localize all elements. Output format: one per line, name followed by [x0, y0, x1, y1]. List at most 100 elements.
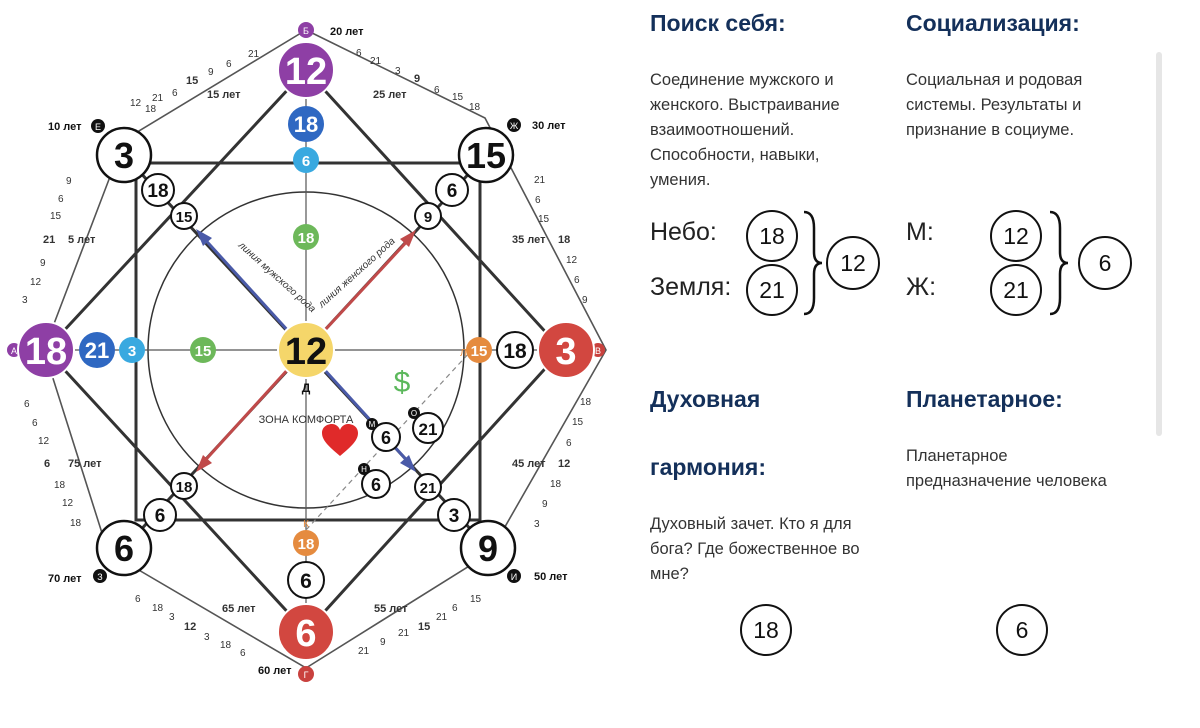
- female-line-arrow: [310, 234, 414, 346]
- f-label: Ж:: [906, 273, 937, 301]
- svg-text:М: М: [369, 420, 376, 429]
- svg-text:6: 6: [44, 458, 50, 470]
- svg-text:18: 18: [298, 536, 315, 553]
- top-main: 12: [277, 41, 335, 99]
- svg-text:21: 21: [534, 175, 546, 186]
- search-brace: [803, 210, 823, 316]
- br-inner-1: 3: [437, 498, 471, 532]
- svg-text:6: 6: [566, 438, 572, 449]
- svg-text:З: З: [97, 572, 102, 582]
- female-arrowhead: [400, 230, 416, 247]
- top-inner-1: 18: [288, 106, 324, 142]
- svg-text:70 лет: 70 лет: [48, 573, 82, 585]
- svg-text:3: 3: [128, 343, 136, 360]
- svg-text:6: 6: [381, 428, 391, 448]
- svg-text:15: 15: [186, 75, 198, 87]
- spiritual-value: 18: [740, 604, 792, 656]
- svg-text:Ж: Ж: [510, 121, 519, 131]
- svg-text:9: 9: [542, 499, 548, 510]
- svg-text:Д: Д: [302, 381, 311, 395]
- svg-text:12: 12: [38, 436, 50, 447]
- svg-text:6: 6: [434, 85, 440, 96]
- tl-inner-1: 18: [141, 173, 175, 207]
- bl-inner-2: 18: [170, 472, 198, 500]
- female-line-label: линия женского рода: [316, 236, 398, 311]
- svg-text:К: К: [303, 519, 309, 530]
- svg-text:18: 18: [70, 518, 82, 529]
- corner-tl: 3: [95, 126, 153, 184]
- planetary-section-text: Планетарное предназначение человека: [906, 447, 1107, 490]
- sky-value: 18: [746, 210, 798, 262]
- svg-text:6: 6: [32, 418, 38, 429]
- svg-text:6: 6: [58, 194, 64, 205]
- svg-text:10 лет: 10 лет: [48, 121, 82, 133]
- destiny-matrix-diagram: линия мужского рода линия женского рода …: [7, 22, 607, 682]
- svg-text:50 лет: 50 лет: [534, 571, 568, 583]
- svg-text:3: 3: [204, 632, 210, 643]
- svg-text:18: 18: [294, 112, 318, 137]
- svg-text:12: 12: [566, 255, 578, 266]
- svg-text:30 лет: 30 лет: [532, 120, 566, 132]
- social-section-title: Социализация:: [906, 10, 1080, 36]
- search-section-title: Поиск себя:: [650, 10, 786, 36]
- vertical-scrollbar[interactable]: [1156, 52, 1162, 436]
- svg-text:21: 21: [398, 628, 410, 639]
- svg-text:18: 18: [503, 340, 527, 363]
- svg-text:18: 18: [147, 181, 168, 202]
- spiritual-section-text: Духовный зачет. Кто я для бога? Где боже…: [650, 515, 860, 583]
- svg-text:60 лет: 60 лет: [258, 665, 292, 677]
- top-inner-3: 18: [293, 224, 319, 250]
- svg-text:9: 9: [414, 73, 420, 85]
- svg-text:15: 15: [538, 214, 550, 225]
- svg-text:6: 6: [371, 475, 381, 495]
- svg-text:21: 21: [152, 93, 164, 104]
- svg-text:А: А: [11, 346, 17, 356]
- svg-text:6: 6: [114, 528, 134, 569]
- svg-text:18: 18: [145, 104, 157, 115]
- bottom-inner-1: 6: [287, 561, 325, 599]
- svg-text:12: 12: [130, 98, 142, 109]
- svg-text:6: 6: [155, 506, 166, 527]
- letter-k: К: [303, 519, 309, 530]
- svg-text:15: 15: [471, 343, 488, 360]
- age-marker-top: Б 20 лет: [298, 22, 364, 38]
- svg-text:21: 21: [85, 338, 109, 363]
- tl-inner-2: 15: [170, 202, 198, 230]
- left-inner-1: 21: [79, 332, 115, 368]
- svg-text:18: 18: [54, 480, 66, 491]
- comfort-zone-label: ЗОНА КОМФОРТА: [259, 414, 354, 426]
- svg-text:18: 18: [152, 603, 164, 614]
- svg-text:6: 6: [295, 613, 316, 655]
- svg-text:25 лет: 25 лет: [373, 89, 407, 101]
- female-line-arrow-2: [198, 354, 302, 468]
- svg-text:18: 18: [298, 230, 315, 247]
- social-sum: 6: [1078, 236, 1132, 290]
- svg-text:Е: Е: [95, 122, 101, 132]
- top-inner-2: 6: [293, 147, 319, 173]
- svg-text:3: 3: [555, 331, 576, 373]
- svg-text:18: 18: [220, 640, 232, 651]
- svg-text:9: 9: [424, 209, 432, 226]
- svg-text:6: 6: [535, 195, 541, 206]
- svg-text:6: 6: [452, 603, 458, 614]
- svg-text:21: 21: [436, 612, 448, 623]
- svg-text:6: 6: [302, 153, 310, 170]
- money-n: 6 Н: [358, 463, 391, 499]
- bottom-main: 6: [277, 603, 335, 661]
- svg-text:18: 18: [25, 331, 67, 373]
- svg-text:5 лет: 5 лет: [68, 234, 96, 246]
- planetary-value: 6: [996, 604, 1048, 656]
- heart-icon: [322, 424, 358, 456]
- svg-text:Б: Б: [303, 26, 309, 36]
- right-inner-1: 18: [496, 331, 534, 369]
- age-marker-bottom: Г 60 лет: [258, 665, 314, 682]
- svg-text:Л: Л: [460, 348, 467, 359]
- svg-text:12: 12: [558, 458, 570, 470]
- left-inner-3: 15: [190, 337, 216, 363]
- svg-text:3: 3: [169, 612, 175, 623]
- svg-text:18: 18: [176, 479, 193, 496]
- corner-bl: 6: [95, 519, 153, 577]
- earth-label: Земля:: [650, 273, 732, 301]
- svg-text:18: 18: [550, 479, 562, 490]
